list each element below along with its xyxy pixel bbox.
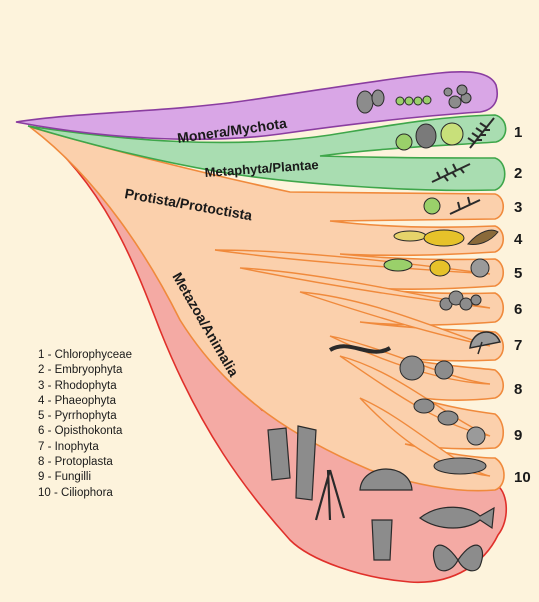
protista-branch <box>29 126 505 492</box>
diatom-icon <box>393 230 427 242</box>
amoeba-icon <box>439 290 482 311</box>
monera-organisms <box>356 84 472 114</box>
fern-frond-icon <box>431 163 471 183</box>
bacteria-cluster-icon <box>356 89 385 114</box>
euglena-icon <box>383 258 413 272</box>
ciliate-icon <box>433 457 487 475</box>
legend-item: 5 - Pyrrhophyta <box>38 410 117 423</box>
protista-lobe-gaps <box>214 249 491 477</box>
metaphyta-branch <box>27 114 507 192</box>
legend-item: 8 - Protoplasta <box>38 456 113 469</box>
legend-item: 2 - Embryophyta <box>38 364 123 377</box>
radiolarian-icon <box>399 355 454 381</box>
leaf-icon <box>415 123 437 149</box>
monera-branch <box>15 71 498 141</box>
colony-cluster-icon <box>443 84 472 109</box>
red-alga-icon <box>423 197 441 215</box>
paramecium-icon <box>413 398 459 426</box>
jellyfish-icon <box>359 468 413 491</box>
sponge-tube-icon <box>295 425 317 501</box>
mushroom-icon <box>469 331 502 355</box>
branch-numbers: 1 2 3 4 5 6 7 8 9 10 <box>514 124 531 486</box>
branch-number-1: 1 <box>514 124 522 141</box>
branch-number-9: 9 <box>514 427 522 444</box>
fern-leaf-icon <box>467 117 495 149</box>
legend-item: 1 - Chlorophyceae <box>38 349 132 361</box>
branch-number-8: 8 <box>514 381 522 398</box>
phylum-legend: 1 - Chlorophyceae 2 - Embryophyta 3 - Rh… <box>38 348 132 501</box>
hydra-icon <box>314 469 346 521</box>
metazoa-organisms <box>267 425 495 572</box>
branch-number-5: 5 <box>514 265 522 282</box>
anemone-icon <box>371 519 393 561</box>
protista-organisms <box>328 196 502 475</box>
branch-number-2: 2 <box>514 165 522 182</box>
diatom-large-icon <box>423 229 465 247</box>
butterfly-icon <box>432 544 484 572</box>
legend-item: 7 - Inophyta <box>38 440 99 453</box>
legend-item: 4 - Phaeophyta <box>38 394 117 407</box>
legend-item: 10 - Ciliophora <box>38 486 113 499</box>
volvox-icon <box>440 122 464 146</box>
legend-item: 9 - Fungilli <box>38 471 92 484</box>
sponge-tube-icon <box>267 427 291 481</box>
branch-number-7: 7 <box>514 337 522 354</box>
legend-item: 3 - Rhodophyta <box>38 379 117 392</box>
seaweed-icon <box>449 196 481 215</box>
branch-number-3: 3 <box>514 199 522 216</box>
algae-cell-icon <box>395 133 413 151</box>
kelp-icon <box>467 229 499 245</box>
branch-number-6: 6 <box>514 301 522 318</box>
metaphyta-organisms <box>395 117 495 183</box>
worm-cluster-icon <box>328 344 392 354</box>
snail-shell-icon <box>470 258 490 278</box>
fish-icon <box>418 506 495 530</box>
legend-item: 6 - Opisthokonta <box>38 425 123 438</box>
branch-number-10: 10 <box>514 469 531 486</box>
shell-spiral-icon <box>466 426 486 446</box>
dinoflagellate-icon <box>429 259 451 277</box>
branch-number-4: 4 <box>514 231 523 248</box>
filament-chain-icon <box>395 95 432 106</box>
